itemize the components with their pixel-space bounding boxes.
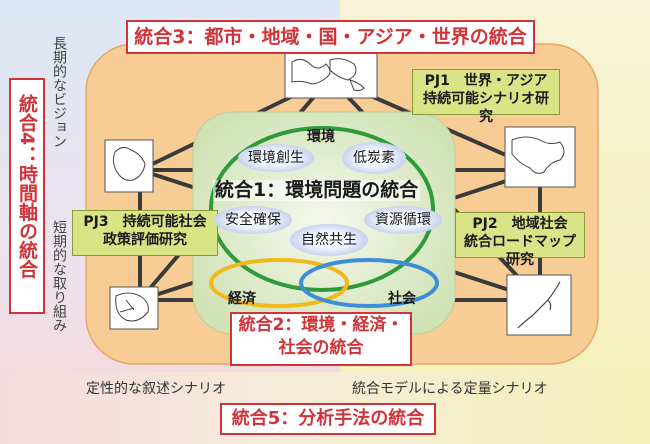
integration3-label: 統合3：都市・地域・国・アジア・世界の統合 xyxy=(134,26,527,48)
long-term-label: 長期的なビジョン xyxy=(51,36,67,148)
nature-blob: 自然共生 xyxy=(290,224,368,256)
integration5-box: 統合5：分析手法の統合 xyxy=(220,403,436,435)
integration4-box: 統合4：時間軸の統合 xyxy=(9,78,45,314)
pj1-line1: PJ1 世界・アジア xyxy=(424,73,548,89)
pj2-line1: PJ2 地域社会 xyxy=(472,216,568,232)
nature-label: 自然共生 xyxy=(301,232,357,248)
pj1-line2: 持続可能シナリオ研究 xyxy=(423,91,549,125)
society-ring xyxy=(299,258,439,308)
world-map-icon xyxy=(284,49,378,99)
environment-ring xyxy=(209,126,435,292)
env-creation-blob: 環境創生 xyxy=(238,144,314,172)
quantitative-label: 統合モデルによる定量シナリオ xyxy=(352,381,548,397)
short-term-label: 短期的な取り組み xyxy=(51,220,67,332)
integration2-line2: 社会の統合 xyxy=(278,338,364,358)
pj3-box: PJ3 持続可能社会 政策評価研究 xyxy=(72,210,218,256)
low-carbon-blob: 低炭素 xyxy=(342,142,406,174)
pj3-line1: PJ3 持続可能社会 xyxy=(83,214,207,230)
integration1-label: 統合1：環境問題の統合 xyxy=(213,179,421,201)
pj3-line2: 政策評価研究 xyxy=(103,232,187,248)
env-creation-label: 環境創生 xyxy=(248,150,304,166)
asia-map-icon xyxy=(504,126,576,188)
safety-blob: 安全確保 xyxy=(214,206,292,234)
economy-ring xyxy=(209,258,349,308)
qualitative-label: 定性的な叙述シナリオ xyxy=(86,381,226,397)
environment-label: 環境 xyxy=(307,129,335,145)
prefecture-map-icon xyxy=(104,139,154,193)
integration2-box: 統合2：環境・経済・ 社会の統合 xyxy=(230,312,412,366)
resource-cycle-blob: 資源循環 xyxy=(364,206,442,234)
integration5-label: 統合5：分析手法の統合 xyxy=(231,408,425,429)
society-label: 社会 xyxy=(388,291,416,307)
pj1-box: PJ1 世界・アジア 持続可能シナリオ研究 xyxy=(412,69,560,125)
economy-label: 経済 xyxy=(228,291,256,307)
integration2-line1: 統合2：環境・経済・ xyxy=(238,315,404,335)
pj2-box: PJ2 地域社会 統合ロードマップ研究 xyxy=(455,212,585,268)
city-map-icon xyxy=(109,286,159,330)
low-carbon-label: 低炭素 xyxy=(353,150,395,166)
resource-cycle-label: 資源循環 xyxy=(375,212,431,228)
integration3-box: 統合3：都市・地域・国・アジア・世界の統合 xyxy=(126,20,535,54)
integration4-label: 統合4：時間軸の統合 xyxy=(16,94,38,279)
japan-map-icon xyxy=(506,274,572,336)
safety-label: 安全確保 xyxy=(225,212,281,228)
pj2-line2: 統合ロードマップ研究 xyxy=(464,234,576,268)
